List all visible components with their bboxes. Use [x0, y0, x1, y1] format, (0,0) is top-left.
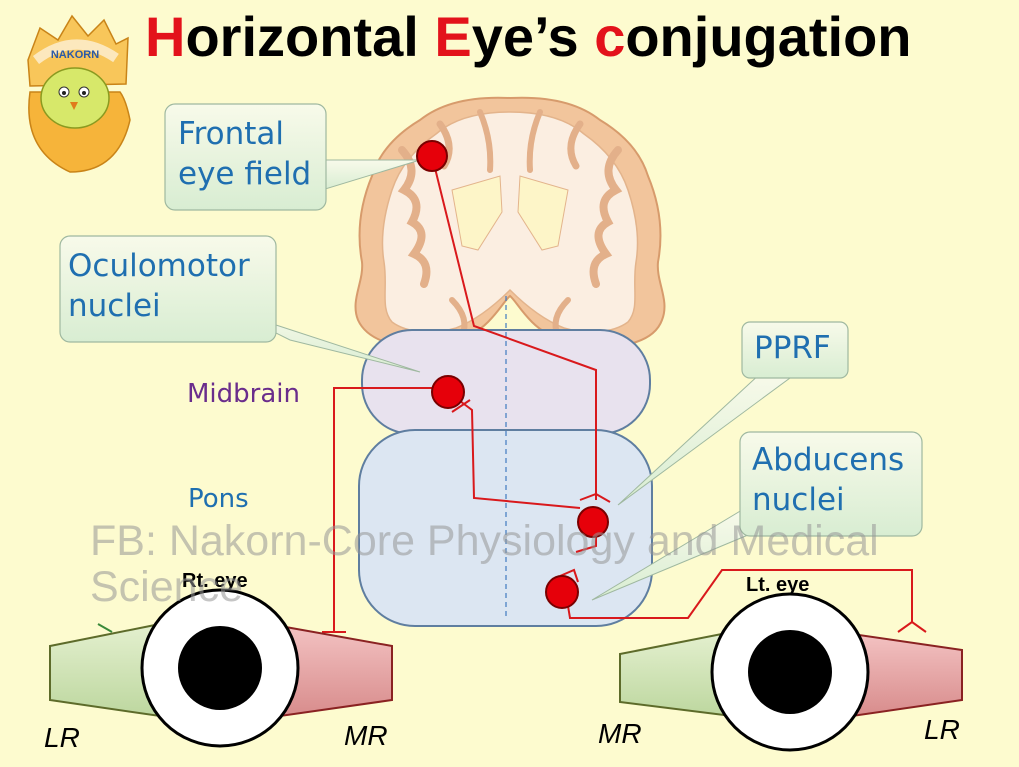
- pathway-to-left-lr: [567, 569, 913, 622]
- synapse-abducens: [559, 568, 579, 583]
- logo-text: NAKORN: [51, 49, 99, 61]
- callout-oculomotor-nuclei-text: Oculomotor nuclei: [68, 248, 250, 324]
- frontal-eye-field-nucleus: [416, 140, 448, 172]
- callout-frontal-eye-field: [164, 103, 421, 211]
- callout-oculomotor-nuclei: [59, 235, 421, 373]
- right-eye: [49, 588, 393, 748]
- left-eye-title: Lt. eye: [746, 574, 810, 596]
- slide-title: Horizontal Eye’s conjugation: [145, 5, 912, 68]
- midbrain-label: Midbrain: [187, 379, 300, 409]
- pprf-nucleus: [577, 506, 609, 538]
- abducens-nucleus: [545, 575, 579, 609]
- oculomotor-nucleus: [431, 375, 465, 409]
- right-pupil: [178, 626, 262, 710]
- watermark-text: FB: Nakorn-Core Physiology and Medical S…: [90, 517, 879, 611]
- callout-abducens-nuclei-text: Abducens nuclei: [752, 442, 905, 518]
- synapse-right-mr: [322, 622, 346, 633]
- neural-pathways: [322, 155, 927, 633]
- callout-pprf: [617, 321, 849, 506]
- brain-coronal-section: [354, 96, 666, 348]
- left-mr-label: MR: [598, 718, 642, 749]
- pons-region: [358, 429, 653, 627]
- callout-pprf-text: PPRF: [754, 330, 831, 366]
- right-mr-label: MR: [344, 720, 388, 751]
- left-pupil: [748, 630, 832, 714]
- pathway-fef-to-pprf: [431, 155, 597, 500]
- right-lr-label: LR: [44, 722, 80, 753]
- left-lr-label: LR: [924, 714, 960, 745]
- pons-label: Pons: [188, 484, 249, 514]
- synapse-oculomotor: [451, 399, 471, 413]
- synapse-pprf: [579, 492, 611, 503]
- right-eye-title: Rt. eye: [182, 570, 248, 592]
- logo-chick-icon: NAKORN: [27, 14, 131, 173]
- synapse-left-lr: [897, 620, 927, 633]
- callout-frontal-eye-field-text: Frontal eye field: [178, 116, 312, 192]
- callout-abducens-nuclei: [591, 431, 923, 601]
- left-eye: [619, 592, 963, 752]
- pathway-to-right-mr: [333, 387, 448, 632]
